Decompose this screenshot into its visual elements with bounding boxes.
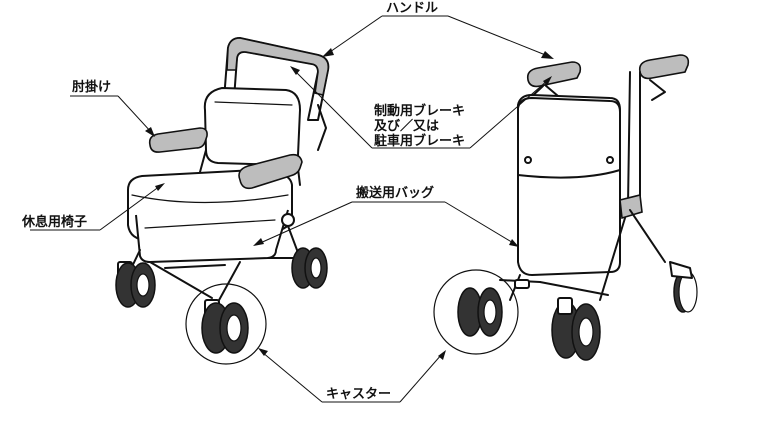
label-seat: 休息用椅子	[22, 215, 88, 230]
label-armrest: 肘掛け	[72, 80, 112, 95]
label-brake-line1: 制動用ブレーキ	[374, 104, 466, 119]
label-bag: 搬送用バッグ	[356, 186, 435, 201]
label-caster: キャスター	[326, 387, 392, 402]
label-brake: 制動用ブレーキ 及び／又は 駐車用ブレーキ	[374, 104, 484, 149]
label-brake-line3: 駐車用ブレーキ	[374, 134, 466, 149]
leader-lines	[30, 15, 554, 403]
bag-walker	[433, 54, 698, 361]
label-brake-line2: 及び／又は	[374, 119, 440, 134]
seat-walker	[115, 37, 330, 365]
label-handle: ハンドル	[386, 1, 439, 16]
